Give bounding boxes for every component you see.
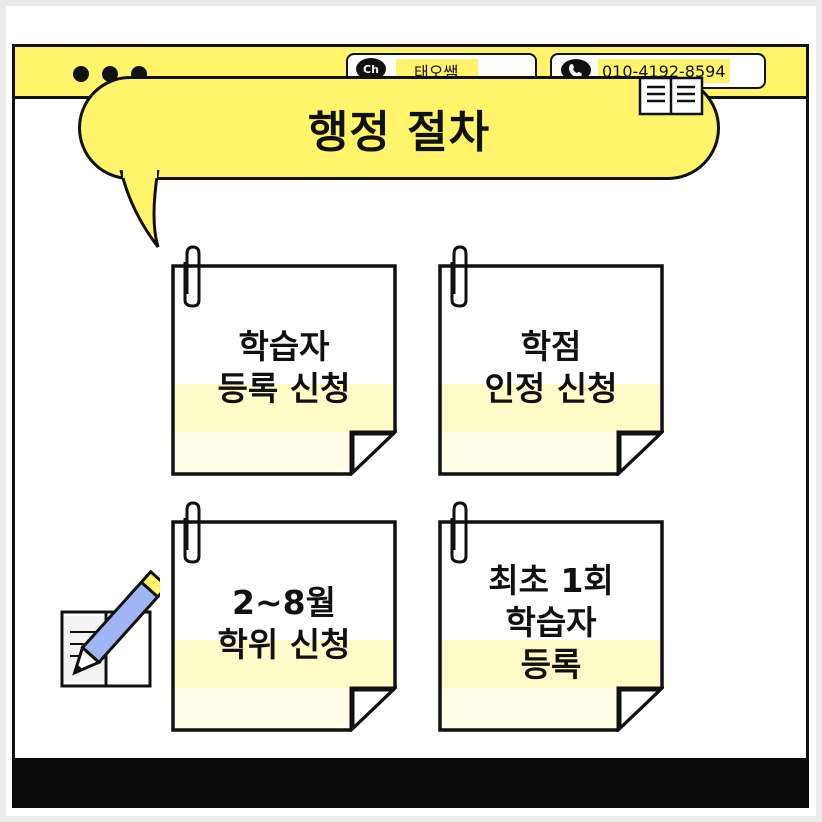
step-2-text: 학점 인정 신청 [444, 326, 658, 410]
step-card-4: 최초 1회 학습자 등록 [438, 501, 664, 732]
step-3-text: 2~8월 학위 신청 [177, 582, 391, 666]
step-1-text: 학습자 등록 신청 [177, 326, 391, 410]
paperclip-icon [183, 245, 201, 308]
notebook-pencil-icon [60, 569, 160, 688]
step-card-3: 2~8월 학위 신청 [171, 501, 397, 732]
page-title: 행정 절차 [307, 107, 491, 158]
channel-badge-text: Ch [363, 62, 379, 76]
step-4-line-1: 최초 1회 [488, 561, 614, 600]
step-card-2: 학점 인정 신청 [438, 245, 664, 476]
bubble-tail [119, 170, 160, 248]
step-2-line-2: 인정 신청 [484, 369, 618, 408]
step-4-line-2: 학습자 [505, 603, 597, 642]
paperclip-icon [183, 501, 201, 564]
window-dot-1[interactable] [73, 66, 89, 82]
step-card-1: 학습자 등록 신청 [171, 245, 397, 476]
footer-bar [12, 758, 809, 808]
step-4-text: 최초 1회 학습자 등록 [444, 560, 658, 686]
phone-number-box: 010-4192-8594 [598, 59, 730, 83]
paperclip-icon [450, 245, 468, 308]
step-1-line-2: 등록 신청 [217, 369, 351, 408]
phone-number: 010-4192-8594 [602, 61, 726, 81]
step-4-line-3: 등록 [520, 645, 582, 684]
book-icon [638, 76, 704, 116]
step-3-line-2: 학위 신청 [217, 625, 351, 664]
paperclip-icon [450, 501, 468, 564]
step-1-line-1: 학습자 [238, 327, 330, 366]
step-2-line-1: 학점 [520, 327, 582, 366]
step-3-line-1: 2~8월 [232, 583, 336, 622]
title-bubble: 행정 절차 [78, 76, 720, 180]
